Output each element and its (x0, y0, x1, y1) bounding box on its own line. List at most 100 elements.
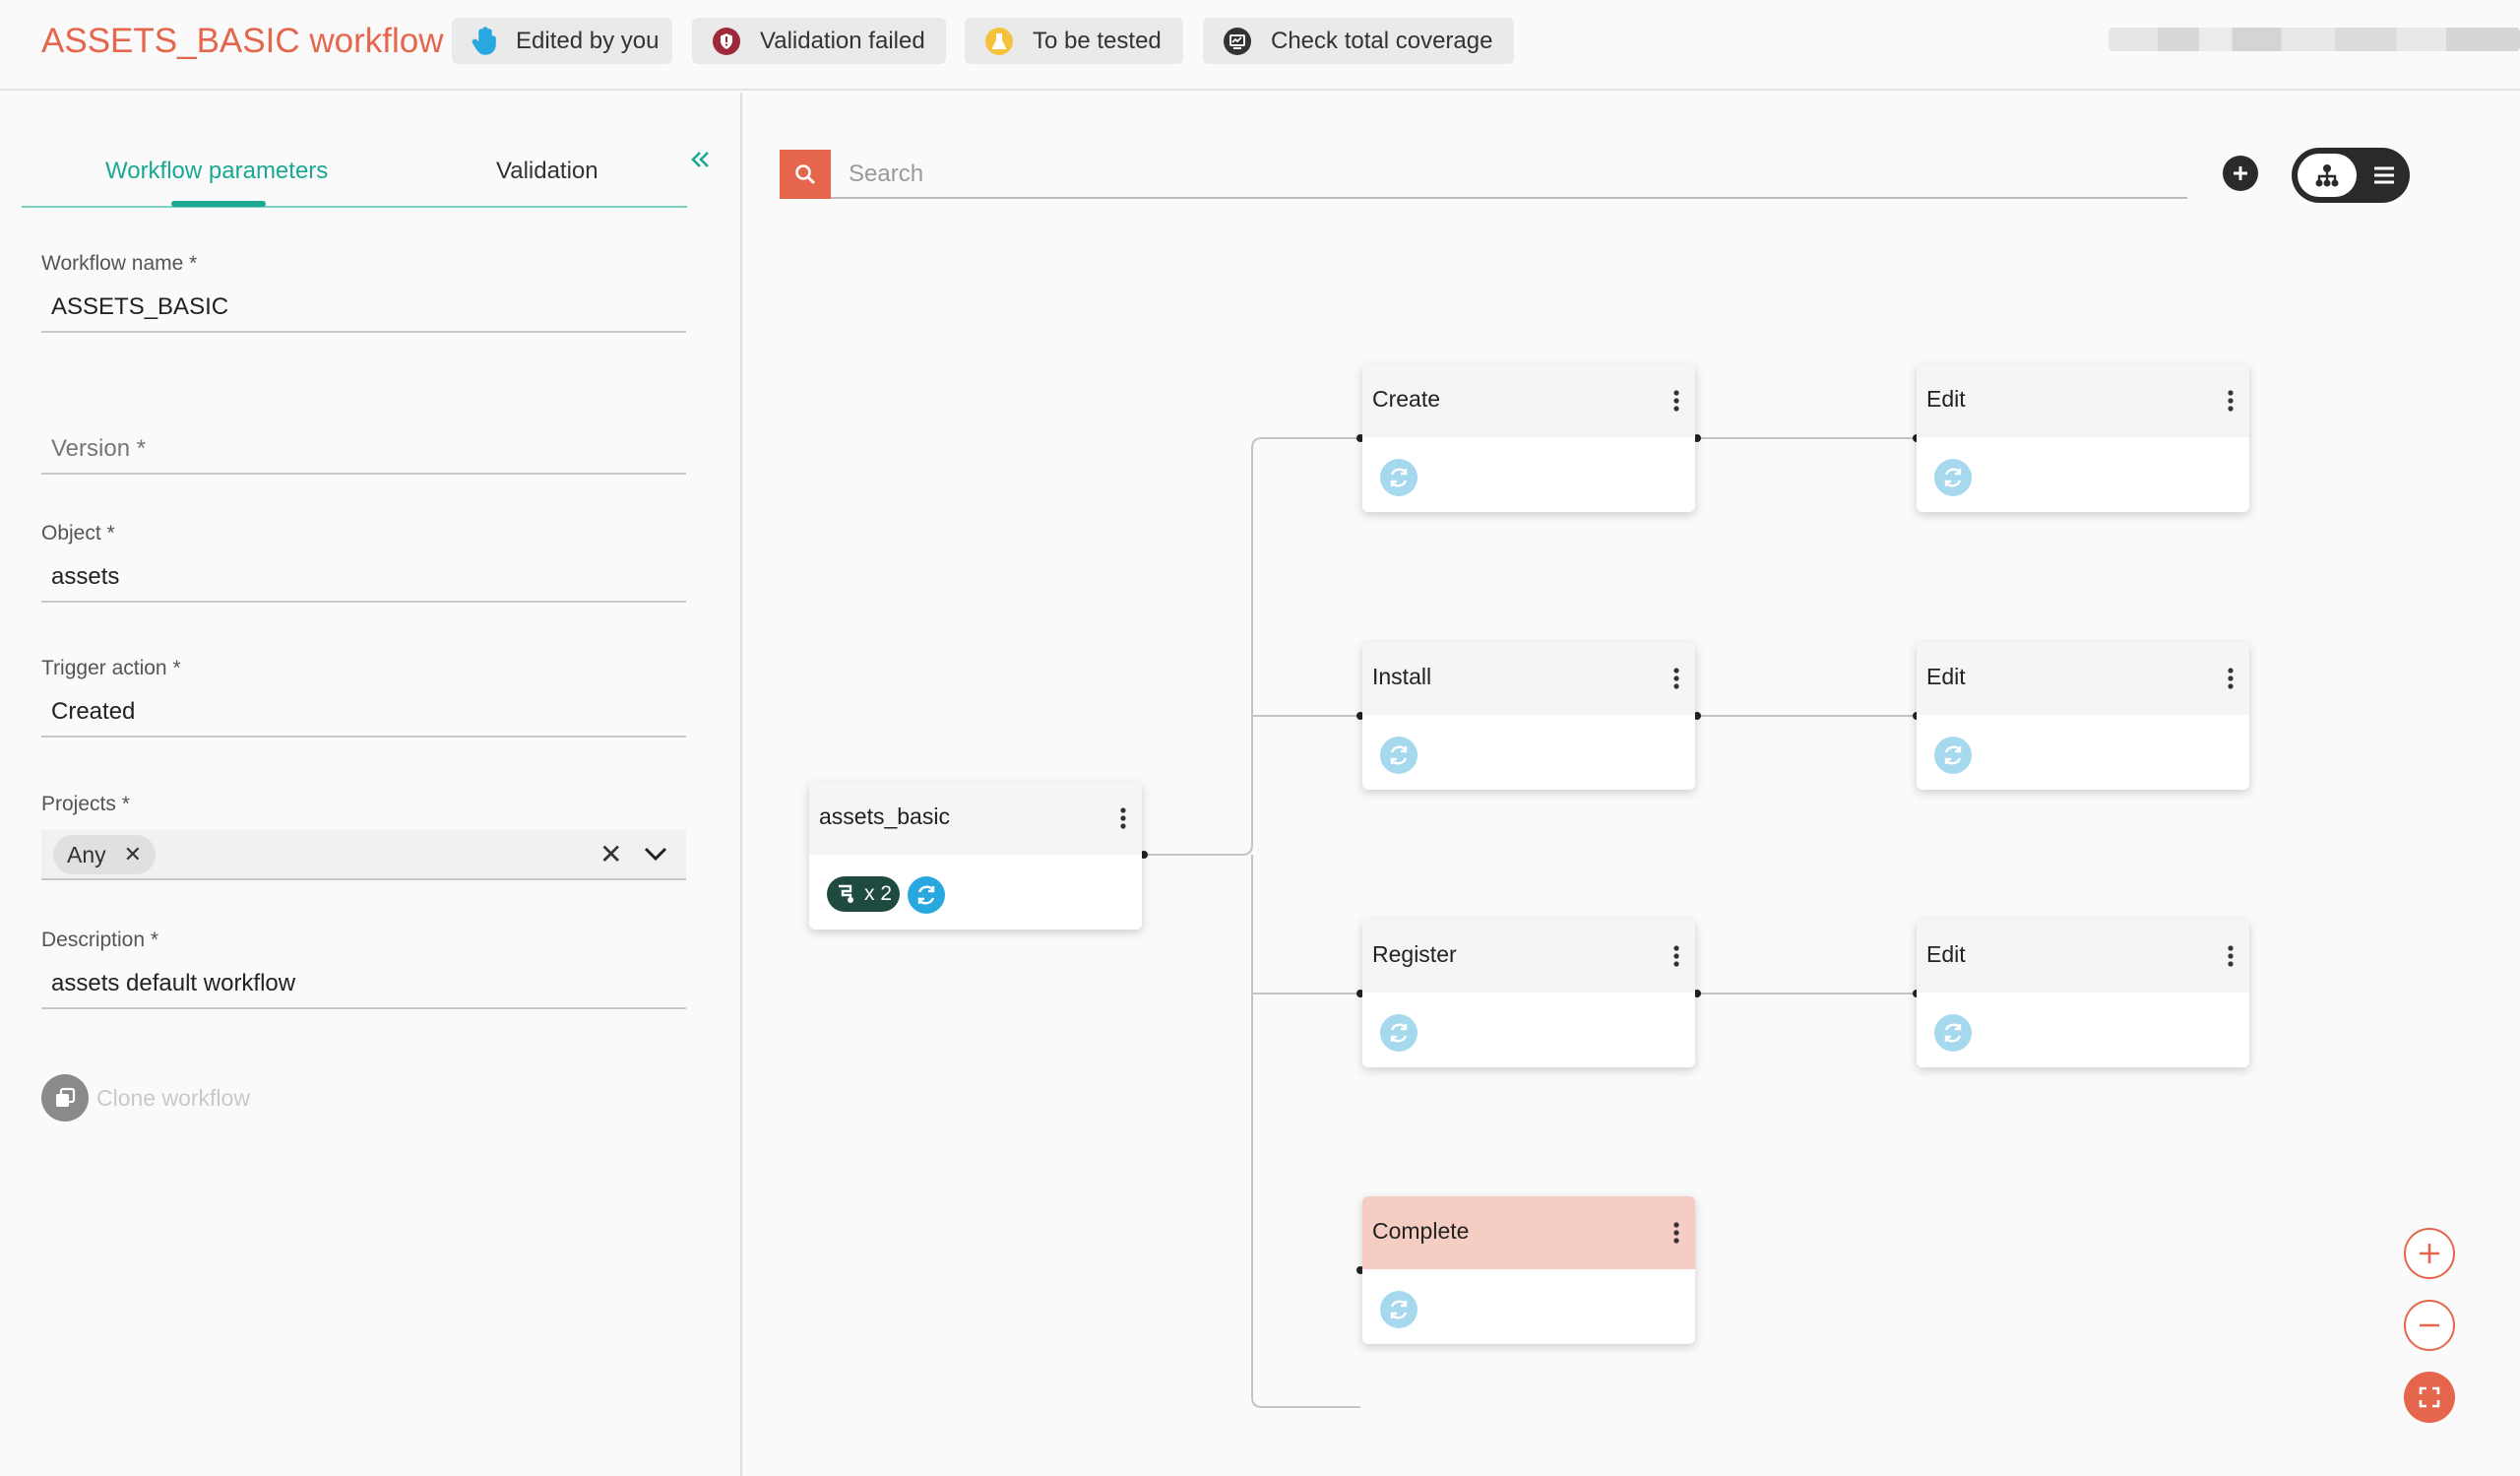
field-label: Description * (41, 929, 159, 951)
workflow-node-root[interactable]: assets_basic x 2 (809, 782, 1142, 930)
clone-workflow-label: Clone workflow (96, 1084, 250, 1111)
field-label: Projects * (41, 793, 130, 815)
page-title: ASSETS_BASIC workflow (41, 22, 444, 60)
project-tag-label: Any (67, 841, 106, 867)
tree-view-icon[interactable] (2298, 154, 2357, 197)
hand-icon (471, 26, 498, 57)
to-be-tested-chip[interactable]: To be tested (965, 18, 1183, 64)
sync-icon[interactable] (1380, 737, 1418, 774)
search-bar (780, 150, 2187, 199)
sync-icon[interactable] (1380, 1014, 1418, 1052)
node-header: Register (1362, 920, 1695, 993)
fit-view-button[interactable] (2404, 1372, 2455, 1423)
automation-count-badge[interactable]: x 2 (827, 876, 901, 912)
node-title: Edit (1926, 941, 1966, 967)
node-body (1917, 715, 2249, 790)
node-header: Edit (1917, 920, 2249, 993)
edited-by-you-chip[interactable]: Edited by you (452, 18, 672, 64)
object-field: Object * (41, 522, 686, 603)
more-vertical-icon[interactable] (2228, 390, 2234, 417)
description-input[interactable] (41, 970, 686, 1009)
workflow-sidebar: Workflow parameters Validation Workflow … (22, 93, 742, 1476)
tab-validation[interactable]: Validation (496, 158, 598, 184)
version-input[interactable] (41, 435, 686, 475)
field-label: Trigger action * (41, 657, 181, 679)
node-header: Install (1362, 642, 1695, 715)
automation-count: x 2 (864, 882, 893, 905)
node-header: assets_basic (809, 782, 1142, 855)
search-icon[interactable] (780, 150, 831, 199)
remove-tag-icon[interactable]: ✕ (123, 842, 143, 866)
check-total-coverage-chip[interactable]: Check total coverage (1203, 18, 1514, 64)
more-vertical-icon[interactable] (1673, 390, 1679, 417)
flask-icon (983, 26, 1015, 57)
clear-selection-icon[interactable]: ✕ (599, 839, 623, 869)
more-vertical-icon[interactable] (1673, 945, 1679, 972)
coverage-icon (1222, 26, 1253, 57)
clone-workflow-button[interactable]: Clone workflow (41, 1074, 250, 1122)
node-body: x 2 (809, 855, 1142, 930)
tab-workflow-parameters[interactable]: Workflow parameters (105, 158, 329, 184)
search-input[interactable] (831, 150, 2187, 199)
header: ASSETS_BASIC workflow Edited by you Vali… (0, 0, 2520, 91)
projects-field: Projects * Any ✕ ✕ (41, 793, 686, 880)
user-info-blurred (2109, 28, 2520, 51)
workflow-node-complete[interactable]: Complete (1362, 1196, 1695, 1344)
sync-icon[interactable] (1934, 737, 1972, 774)
zoom-out-button[interactable] (2404, 1300, 2455, 1351)
sync-icon[interactable] (1380, 459, 1418, 496)
add-node-button[interactable] (2223, 156, 2258, 191)
shield-alert-icon (711, 26, 742, 57)
trigger-action-field: Trigger action * (41, 657, 686, 738)
sync-icon[interactable] (1934, 1014, 1972, 1052)
node-title: Edit (1926, 386, 1966, 412)
more-vertical-icon[interactable] (1673, 668, 1679, 694)
workflow-node-edit[interactable]: Edit (1917, 920, 2249, 1067)
more-vertical-icon[interactable] (1120, 807, 1126, 834)
workflow-node-edit[interactable]: Edit (1917, 642, 2249, 790)
sync-icon[interactable] (908, 876, 945, 914)
node-title: Install (1372, 664, 1432, 689)
automation-icon (839, 884, 853, 903)
projects-select[interactable]: Any ✕ ✕ (41, 830, 686, 880)
workflow-node-install[interactable]: Install (1362, 642, 1695, 790)
node-title: assets_basic (819, 803, 950, 829)
workflow-node-register[interactable]: Register (1362, 920, 1695, 1067)
workflow-canvas[interactable]: assets_basic x 2 Create (744, 93, 2520, 1476)
node-title: Complete (1372, 1218, 1470, 1244)
copy-icon (41, 1074, 89, 1122)
view-toggle[interactable] (2292, 148, 2410, 203)
object-input[interactable] (41, 563, 686, 603)
node-body (1362, 715, 1695, 790)
validation-failed-chip[interactable]: Validation failed (692, 18, 946, 64)
fullscreen-icon (2419, 1386, 2440, 1408)
workflow-node-edit[interactable]: Edit (1917, 364, 2249, 512)
node-header: Complete (1362, 1196, 1695, 1269)
workflow-node-create[interactable]: Create (1362, 364, 1695, 512)
node-header: Edit (1917, 364, 2249, 437)
list-view-icon[interactable] (2364, 156, 2404, 195)
workflow-name-input[interactable] (41, 293, 686, 333)
chip-label: Check total coverage (1271, 27, 1493, 54)
more-vertical-icon[interactable] (1673, 1222, 1679, 1249)
sync-icon[interactable] (1934, 459, 1972, 496)
node-title: Edit (1926, 664, 1966, 689)
field-label: Workflow name * (41, 252, 198, 275)
node-body (1362, 1269, 1695, 1344)
zoom-in-button[interactable] (2404, 1228, 2455, 1279)
plus-icon (2234, 166, 2247, 180)
chip-label: Validation failed (760, 27, 925, 54)
trigger-action-input[interactable] (41, 698, 686, 738)
workflow-name-field: Workflow name * (41, 252, 686, 333)
double-chevron-left-icon[interactable] (687, 148, 717, 177)
more-vertical-icon[interactable] (2228, 668, 2234, 694)
node-body (1917, 993, 2249, 1067)
more-vertical-icon[interactable] (2228, 945, 2234, 972)
chip-label: To be tested (1033, 27, 1162, 54)
minus-icon (2420, 1323, 2439, 1327)
project-tag: Any ✕ (53, 835, 157, 874)
chip-label: Edited by you (516, 27, 660, 54)
sync-icon[interactable] (1380, 1291, 1418, 1328)
chevron-down-icon[interactable] (642, 840, 669, 872)
description-field: Description * (41, 929, 686, 1009)
